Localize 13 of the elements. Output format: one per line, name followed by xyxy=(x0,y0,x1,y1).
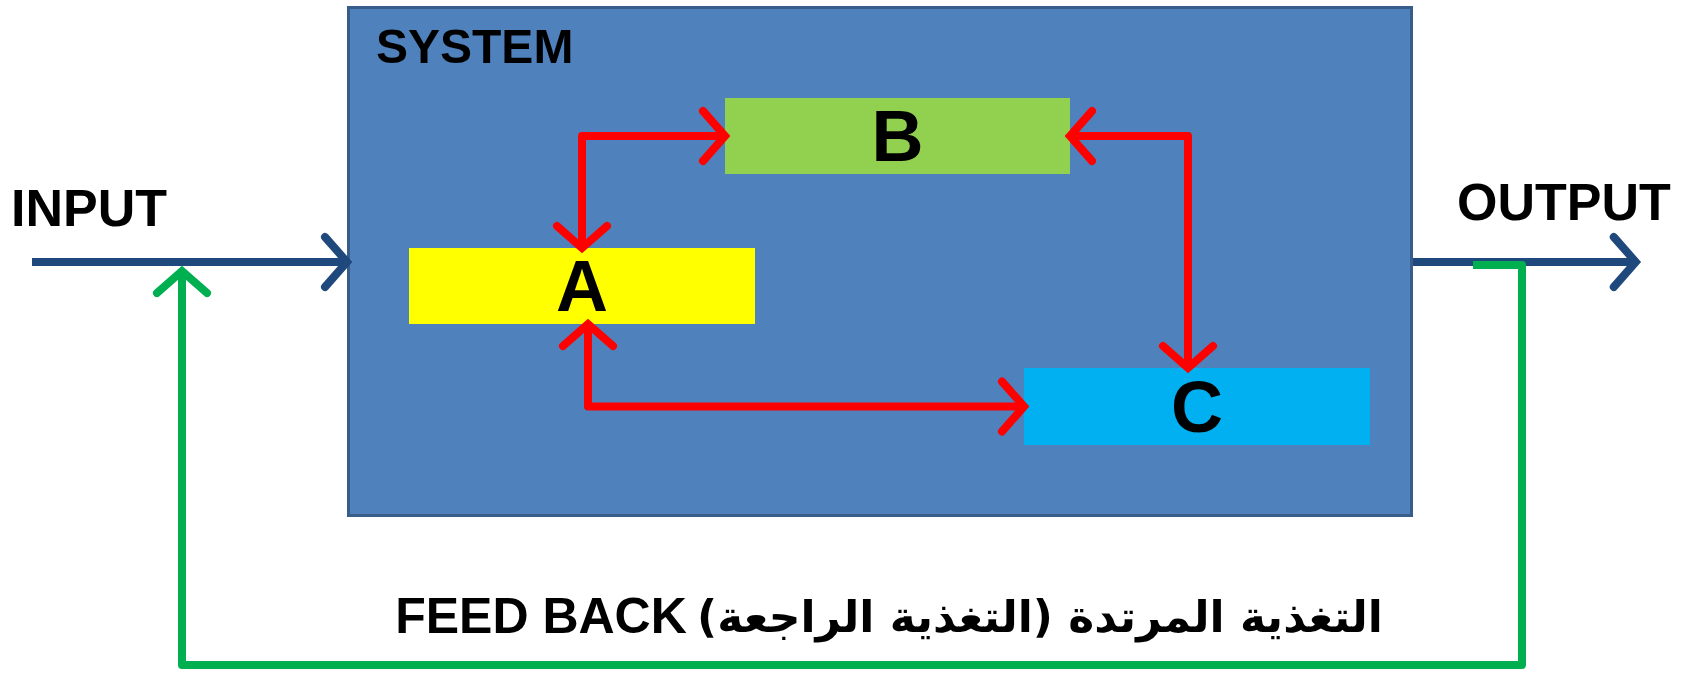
box-heading: SYSTEM xyxy=(376,23,574,71)
output-label: OUTPUT xyxy=(1457,176,1671,228)
process-box: B xyxy=(725,98,1070,174)
process-box: C xyxy=(1024,368,1370,445)
arrow xyxy=(553,107,729,252)
input-label: INPUT xyxy=(11,182,167,234)
arrow xyxy=(559,320,1028,436)
arrow xyxy=(1066,107,1217,372)
process-box: A xyxy=(409,248,755,324)
arrow xyxy=(153,261,1526,669)
system-box xyxy=(347,6,1413,517)
arrow xyxy=(1413,233,1640,291)
caption-text: التغذية المرتدة (التغذية الراجعة) xyxy=(697,591,1383,643)
